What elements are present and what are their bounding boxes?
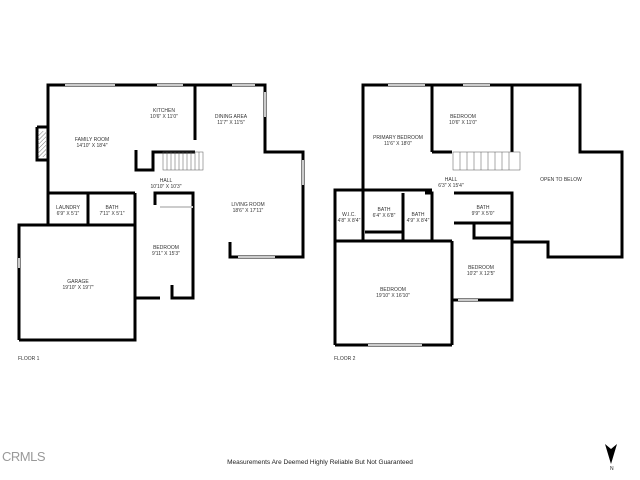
room-name: FAMILY ROOM [74,137,110,143]
room-size: 6'3" X 15'4" [438,183,464,189]
room-size: 10'6" X 11'0" [150,114,178,120]
room-size: 7'11" X 5'1" [99,211,125,217]
room-label-open-to-below: OPEN TO BELOW [540,177,582,183]
floor-2-walls [333,83,624,347]
room-size: 11'7" X 11'5" [217,120,245,126]
floor-1-stairs [162,151,204,171]
room-size: 9'9" X 5'0" [471,211,495,217]
room-name: W.I.C. [342,212,356,218]
room-name: BATH [105,205,119,211]
room-name: BEDROOM [468,265,494,271]
room-name: HALL [444,177,458,183]
room-size: 4'8" X 8'4" [337,218,361,224]
room-size: 14'10" X 18'4" [76,143,108,149]
room-name: BEDROOM [450,114,476,120]
room-name: BEDROOM [380,287,406,293]
north-label: N [610,466,614,472]
floor-2-stairs [452,151,521,171]
room-name: OPEN TO BELOW [540,177,582,183]
room-name: LIVING ROOM [231,202,265,208]
room-size: 6'4" X 6'8" [372,213,396,219]
room-name: LAUNDRY [56,205,80,211]
room-size: 11'6" X 18'0" [384,141,412,147]
room-name: GARAGE [67,279,89,285]
crmls-logo: CRMLS [2,449,46,464]
room-size: 10'2" X 12'5" [466,271,496,277]
room-size: 19'10" X 19'7" [62,285,94,291]
room-size: 19'10" X 16'10" [376,293,410,299]
room-name: BEDROOM [153,245,179,251]
floor-1-label: FLOOR 1 [18,356,40,362]
room-size: 4'9" X 8'4" [406,218,430,224]
disclaimer-text: Measurements Are Deemed Highly Reliable … [227,459,413,466]
room-size: 10'6" X 11'0" [449,120,477,126]
room-size: 9'11" X 15'3" [152,251,180,257]
floor-2-label: FLOOR 2 [334,356,356,362]
room-name: BATH [476,205,490,211]
north-arrow-icon [605,444,617,464]
room-name: KITCHEN [153,108,175,114]
room-name: BATH [411,212,425,218]
room-label-wic: W.I.C.4'8" X 8'4" [338,212,361,224]
room-size: 6'9" X 5'1" [56,211,80,217]
room-size: 18'6" X 17'11" [232,208,264,214]
room-size: 10'10" X 10'3" [150,184,182,190]
floor-2-windows [368,84,490,346]
room-name: BATH [377,207,391,213]
room-name: DINING AREA [214,114,248,120]
floor-1-windows [18,84,304,268]
room-name: PRIMARY BEDROOM [373,135,423,141]
room-name: HALL [159,178,173,184]
fireplace-icon [38,131,46,157]
